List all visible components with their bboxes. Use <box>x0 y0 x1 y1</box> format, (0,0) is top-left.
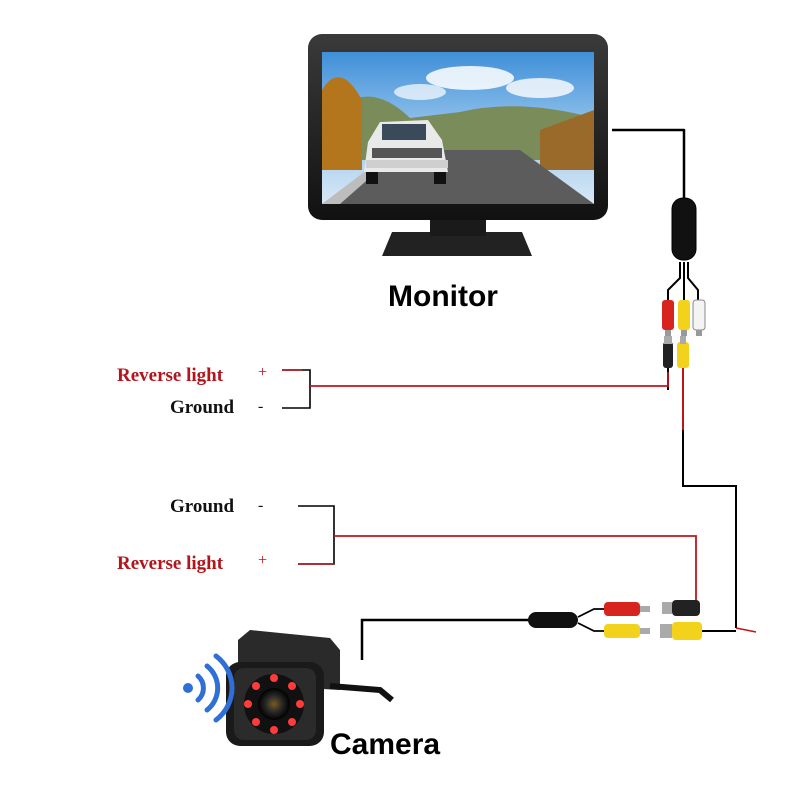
camera-label: Camera <box>330 728 441 761</box>
monitor-connectors <box>663 336 689 430</box>
top-ground-sign: - <box>258 398 264 415</box>
rca-red-plug <box>662 300 674 330</box>
bottom-reverse-light-label: Reverse light <box>117 553 224 574</box>
camera-cable <box>360 608 604 660</box>
camera-led-ring <box>244 674 304 734</box>
wifi-icon <box>183 653 235 723</box>
monitor-cable <box>612 128 699 300</box>
top-reverse-sign: + <box>258 364 268 381</box>
camera-lens <box>258 688 290 720</box>
car-image <box>364 120 448 184</box>
monitor-label: Monitor <box>388 280 498 313</box>
monitor-stand-base <box>382 232 532 256</box>
bottom-reverse-sign: + <box>258 552 268 569</box>
camera-device <box>226 630 394 746</box>
bottom-ground-label: Ground <box>170 496 235 517</box>
monitor-device <box>308 34 608 256</box>
bottom-power-wires <box>298 505 697 604</box>
camera-rca-connectors <box>604 600 736 640</box>
rca-white-plug <box>692 299 706 331</box>
top-reverse-light-label: Reverse light <box>117 365 224 386</box>
top-ground-label: Ground <box>170 397 235 418</box>
rca-yellow-plug <box>678 300 690 330</box>
top-power-wires <box>282 369 669 409</box>
bottom-ground-sign: - <box>258 497 264 514</box>
monitor-rca-plugs <box>662 299 706 336</box>
video-extension-wire <box>682 430 757 633</box>
